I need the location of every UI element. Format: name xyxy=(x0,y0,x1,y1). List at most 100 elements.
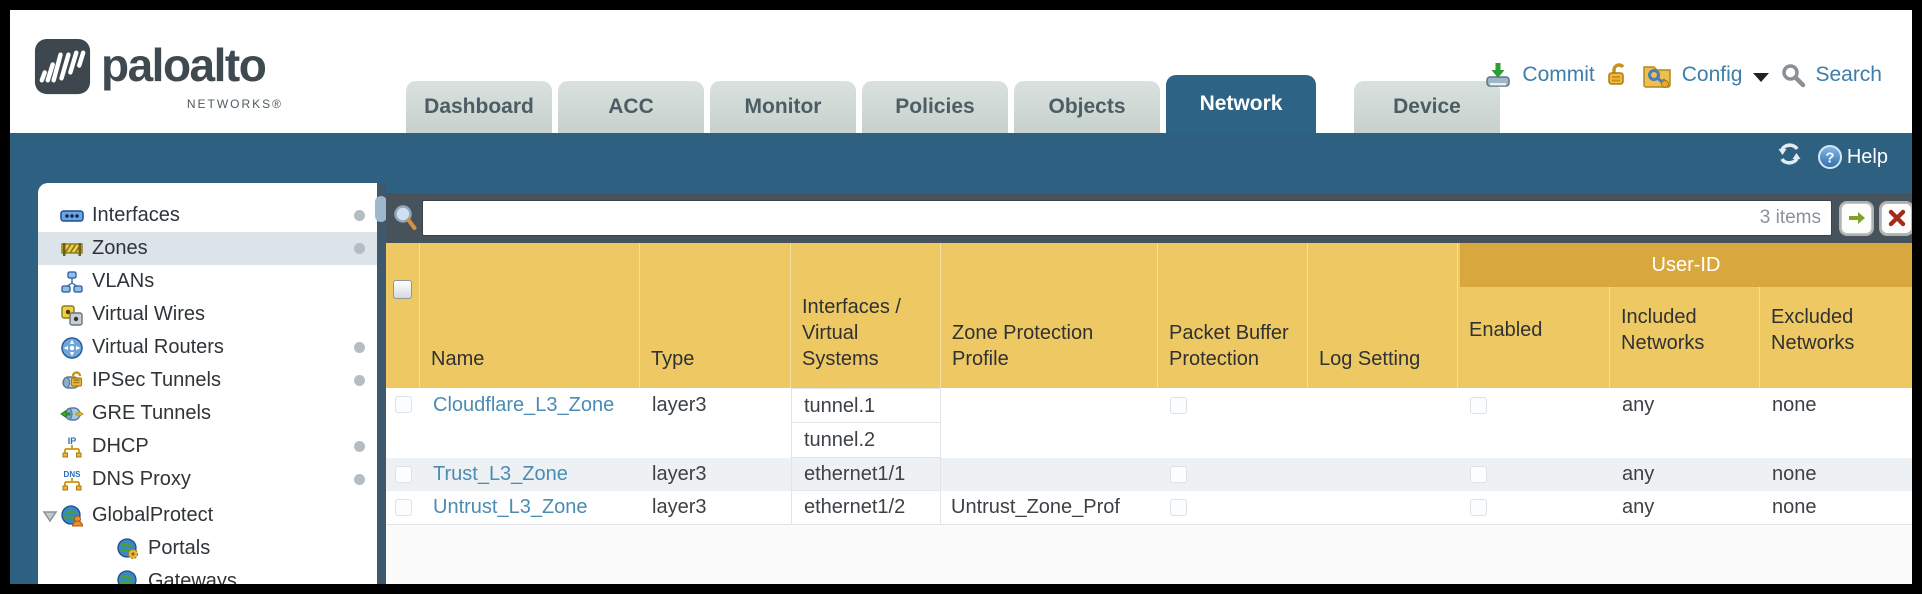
lock-icon[interactable] xyxy=(1604,61,1632,89)
header-cell-excluded-networks[interactable]: Excluded Networks xyxy=(1771,305,1855,354)
clear-filter-button[interactable] xyxy=(1881,202,1912,234)
search-button[interactable]: Search xyxy=(1815,63,1882,86)
config-button[interactable]: Config xyxy=(1681,63,1743,86)
svg-text:?: ? xyxy=(1825,150,1834,167)
zone-protection-cell xyxy=(941,458,1158,491)
row-checkbox[interactable] xyxy=(394,499,412,516)
svg-text:DNS: DNS xyxy=(64,470,82,479)
sidebar-item-ipsec-tunnels[interactable]: IPSec Tunnels xyxy=(38,364,377,397)
zone-name-link[interactable]: Untrust_L3_Zone xyxy=(433,496,588,518)
enabled-checkbox[interactable] xyxy=(1470,499,1487,516)
zone-type-cell: layer3 xyxy=(652,463,707,485)
sidebar-item-dns-proxy[interactable]: DNS DNS Proxy xyxy=(38,463,377,496)
header-cell-packet-buffer-protection[interactable]: Packet Buffer Protection xyxy=(1158,243,1308,388)
dhcp-icon: IP xyxy=(62,436,82,457)
sidebar-item-gateways[interactable]: Gateways xyxy=(38,565,377,584)
tab-policies[interactable]: Policies xyxy=(862,81,1008,133)
help-button[interactable]: ? Help xyxy=(1817,144,1888,170)
zone-interfaces-cell: ethernet1/1 xyxy=(791,458,941,491)
config-caret-icon[interactable] xyxy=(1753,72,1770,82)
enabled-checkbox[interactable] xyxy=(1470,466,1487,483)
tab-acc[interactable]: ACC xyxy=(558,81,704,133)
sidebar-item-label: IPSec Tunnels xyxy=(92,369,221,391)
interface-item: ethernet1/1 xyxy=(791,458,941,491)
zone-name-cell: Trust_L3_Zone xyxy=(420,458,640,491)
brand-wordmark: paloalto xyxy=(101,39,267,91)
zone-name-cell: Untrust_L3_Zone xyxy=(420,491,640,524)
app-canvas: paloalto NETWORKS® Dashboard ACC Monitor… xyxy=(10,10,1912,584)
header-cell-zone-protection-profile[interactable]: Zone Protection Profile xyxy=(941,243,1158,388)
zone-name-link[interactable]: Cloudflare_L3_Zone xyxy=(433,394,615,416)
refresh-icon[interactable] xyxy=(1776,142,1803,172)
sidebar-item-label: DHCP xyxy=(92,435,149,457)
config-icon[interactable] xyxy=(1641,60,1673,90)
enabled-cell xyxy=(1458,388,1610,458)
portals-icon xyxy=(117,537,139,559)
sidebar-item-virtual-routers[interactable]: Virtual Routers xyxy=(38,331,377,364)
sidebar-item-gre-tunnels[interactable]: GRE Tunnels xyxy=(38,397,377,430)
enabled-checkbox[interactable] xyxy=(1470,397,1487,414)
sidebar-item-interfaces[interactable]: Interfaces xyxy=(38,199,377,232)
status-dot xyxy=(354,474,365,485)
tab-monitor[interactable]: Monitor xyxy=(710,81,856,133)
sidebar-item-vlans[interactable]: VLANs xyxy=(38,265,377,298)
splitter-handle[interactable] xyxy=(375,196,387,222)
header-cell-interfaces[interactable]: Interfaces / Virtual Systems xyxy=(791,243,941,388)
status-dot xyxy=(354,441,365,452)
commit-button[interactable]: Commit xyxy=(1522,63,1595,86)
zone-interfaces-cell: ethernet1/2 xyxy=(791,491,941,525)
packet-buffer-cell xyxy=(1158,458,1308,491)
packet-buffer-checkbox[interactable] xyxy=(1170,397,1187,414)
sidebar-item-label: Gateways xyxy=(148,570,237,584)
panel-splitter[interactable] xyxy=(377,183,386,584)
enabled-cell xyxy=(1458,458,1610,491)
sidebar-item-label: Portals xyxy=(148,537,211,559)
tab-network[interactable]: Network xyxy=(1166,75,1316,133)
userid-group-header: User-ID xyxy=(1460,243,1912,287)
expander-icon[interactable] xyxy=(42,508,58,524)
header-cell-enabled[interactable]: Enabled xyxy=(1458,243,1610,388)
search-icon[interactable] xyxy=(1780,62,1806,88)
sidebar-item-zones[interactable]: Zones xyxy=(38,232,377,265)
globalprotect-icon xyxy=(61,504,84,526)
sidebar-item-label: GlobalProtect xyxy=(92,504,214,526)
interface-item: ethernet1/2 xyxy=(791,491,941,525)
tab-dashboard[interactable]: Dashboard xyxy=(406,81,552,133)
header-cell-log-setting[interactable]: Log Setting xyxy=(1308,243,1458,388)
included-networks-cell: any xyxy=(1622,394,1655,416)
sidebar-item-dhcp[interactable]: IP DHCP xyxy=(38,430,377,463)
table-row: Untrust_L3_Zone layer3 ethernet1/2 Untru… xyxy=(386,491,1912,525)
paloalto-logo-icon xyxy=(34,38,91,95)
dns-proxy-icon: DNS xyxy=(62,470,82,490)
header-cell-name[interactable]: Name xyxy=(420,243,640,388)
header-cell-type[interactable]: Type xyxy=(640,243,791,388)
zone-name-link[interactable]: Trust_L3_Zone xyxy=(433,463,568,485)
row-checkbox[interactable] xyxy=(394,396,412,413)
paloalto-logo: paloalto NETWORKS® xyxy=(31,35,281,111)
filter-input[interactable] xyxy=(422,200,1832,236)
select-all-checkbox[interactable] xyxy=(393,280,412,299)
apply-filter-button[interactable] xyxy=(1841,202,1872,234)
filter-magnifier-icon xyxy=(394,205,417,230)
sidebar-item-globalprotect[interactable]: GlobalProtect xyxy=(38,499,377,532)
sidebar-item-virtual-wires[interactable]: Virtual Wires xyxy=(38,298,377,331)
table-row: Trust_L3_Zone layer3 ethernet1/1 any non… xyxy=(386,458,1912,491)
virtual-wires-icon xyxy=(61,304,83,326)
svg-text:IP: IP xyxy=(68,436,77,446)
sidebar-item-portals[interactable]: Portals xyxy=(38,532,377,565)
row-checkbox[interactable] xyxy=(394,466,412,483)
brand-networks-label: NETWORKS® xyxy=(186,97,283,111)
header-cell-included-networks[interactable]: Included Networks xyxy=(1610,243,1760,388)
zones-table: User-ID Name Type Interfaces / Virtual S… xyxy=(386,243,1912,525)
packet-buffer-checkbox[interactable] xyxy=(1170,499,1187,516)
tab-objects[interactable]: Objects xyxy=(1014,81,1160,133)
tab-device[interactable]: Device xyxy=(1354,81,1500,133)
sidebar-item-label: Virtual Wires xyxy=(92,303,205,325)
commit-icon[interactable] xyxy=(1483,60,1513,90)
packet-buffer-checkbox[interactable] xyxy=(1170,466,1187,483)
row-select-cell xyxy=(386,491,420,524)
network-sidebar: Interfaces Zones VLANs xyxy=(38,183,377,584)
included-networks-cell: any xyxy=(1622,463,1655,485)
ipsec-tunnels-icon xyxy=(62,370,83,389)
